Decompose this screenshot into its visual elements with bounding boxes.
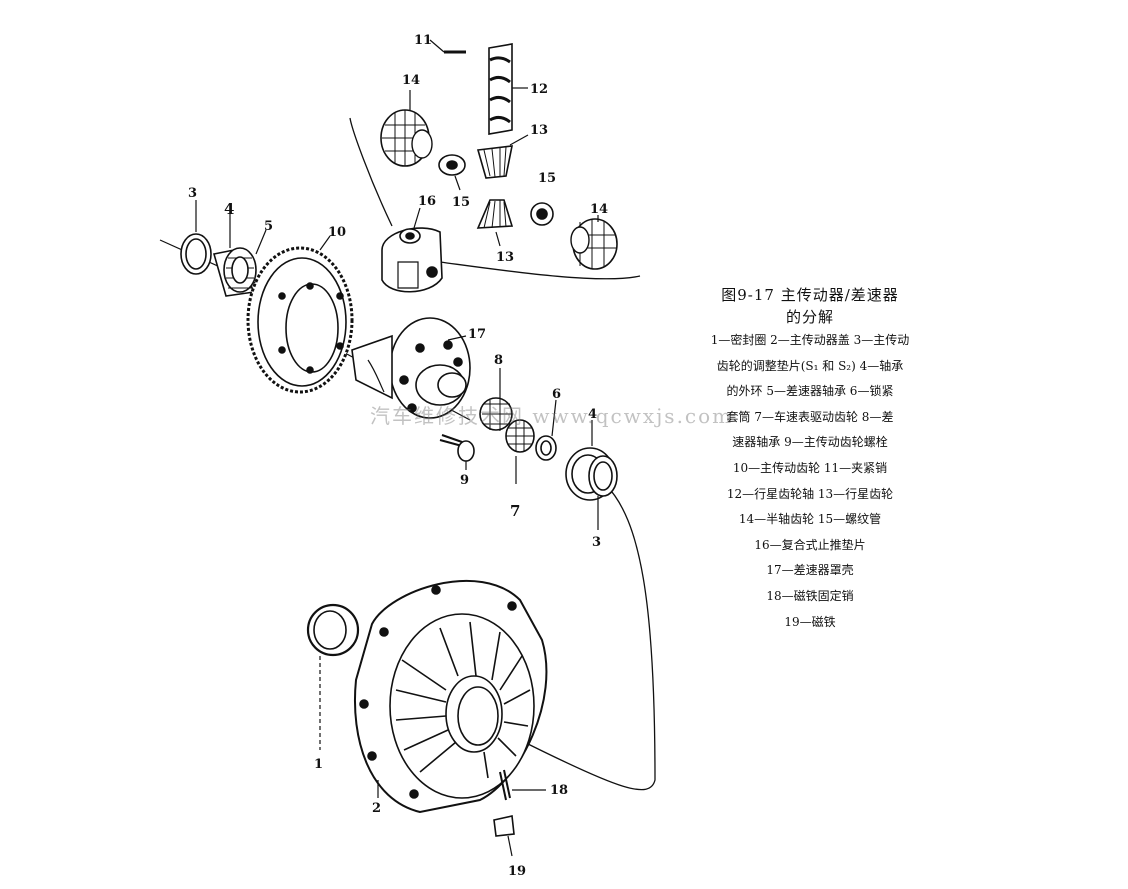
- side-gear-14-upper: [380, 90, 433, 167]
- legend-line: 16—复合式止推垫片: [754, 537, 866, 552]
- callout-7: 7: [510, 502, 520, 520]
- callout-1: 1: [314, 757, 323, 772]
- callout-18: 18: [550, 783, 568, 798]
- differential-bearing-8: [479, 368, 513, 431]
- callout-14-right: 14: [590, 202, 608, 217]
- legend-line: 17—差速器罩壳: [766, 563, 854, 578]
- planet-shaft-12: [488, 43, 528, 135]
- legend-line: 齿轮的调整垫片(S₁ 和 S₂) 4—轴承: [716, 358, 904, 373]
- callout-10: 10: [328, 225, 346, 240]
- magnet-19: [493, 815, 515, 857]
- thrust-washer-16: [381, 207, 443, 293]
- shim-3-right: [588, 455, 618, 530]
- callout-2: 2: [372, 801, 381, 816]
- legend-line: 的外环 5—差速器轴承 6—锁紧: [726, 384, 894, 399]
- callout-16: 16: [418, 194, 436, 209]
- threaded-tube-15-right: [530, 202, 554, 226]
- legend-line: 19—磁铁: [784, 614, 836, 629]
- callout-3-right: 3: [592, 535, 601, 550]
- figure-caption: 图9-17 主传动器/差速器 的分解 1—密封圈 2—主传动器盖 3—主传动 齿…: [660, 284, 960, 635]
- threaded-tube-15-upper: [438, 154, 466, 191]
- callout-15-left: 15: [452, 195, 470, 210]
- magnet-pin-18: [499, 769, 546, 801]
- callout-3-left: 3: [188, 186, 197, 201]
- callout-17: 17: [468, 327, 486, 342]
- callout-4-right: 4: [588, 407, 597, 422]
- watermark: 汽车维修技术网 www.qcwxjs.com: [370, 404, 734, 428]
- legend-line: 18—磁铁固定销: [766, 588, 854, 603]
- seal-ring-1: [306, 603, 360, 750]
- planet-gear-13-lower: [476, 199, 514, 247]
- bearing-4-5-left: [212, 214, 267, 297]
- callout-13-upper: 13: [530, 123, 548, 138]
- callout-5: 5: [264, 219, 273, 234]
- main-drive-gear-10: [246, 235, 354, 394]
- drive-gear-bolt-9: [439, 434, 475, 470]
- speedometer-gear-7: [505, 419, 535, 484]
- assembly-line-right: [519, 484, 656, 791]
- final-drive-cover-2: [354, 579, 548, 814]
- callout-12: 12: [530, 82, 548, 97]
- legend-line: 10—主传动齿轮 11—夹紧销: [732, 460, 888, 475]
- figure-title-line2: 的分解: [785, 308, 834, 326]
- callout-9: 9: [460, 473, 469, 488]
- callout-8: 8: [494, 353, 503, 368]
- legend-line: 1—密封圈 2—主传动器盖 3—主传动: [710, 333, 910, 347]
- shim-3-left: [180, 200, 212, 275]
- legend-line: 速器轴承 9—主传动齿轮螺栓: [732, 435, 888, 450]
- legend-line: 12—行星齿轮轴 13—行星齿轮: [726, 486, 894, 501]
- lock-sleeve-6: [535, 399, 557, 461]
- side-gear-14-right: [570, 215, 618, 270]
- callout-13-lower: 13: [496, 250, 514, 265]
- legend-line: 套筒 7—车速表驱动齿轮 8—差: [726, 409, 894, 424]
- assembly-line-upper: [349, 117, 393, 227]
- callout-6: 6: [552, 387, 561, 402]
- callout-11: 11: [414, 33, 432, 48]
- clamp-pin-11: [429, 39, 466, 54]
- differential-housing-17: [351, 317, 471, 419]
- figure-title-line1: 图9-17 主传动器/差速器: [721, 286, 899, 304]
- planet-gear-13-upper: [476, 134, 529, 179]
- legend-line: 14—半轴齿轮 15—螺纹管: [738, 512, 882, 527]
- callout-19: 19: [508, 864, 526, 879]
- callout-14-upper: 14: [402, 73, 420, 88]
- assembly-line-lower: [439, 261, 641, 280]
- callout-15-right: 15: [538, 171, 556, 186]
- callout-4-left: 4: [224, 200, 234, 218]
